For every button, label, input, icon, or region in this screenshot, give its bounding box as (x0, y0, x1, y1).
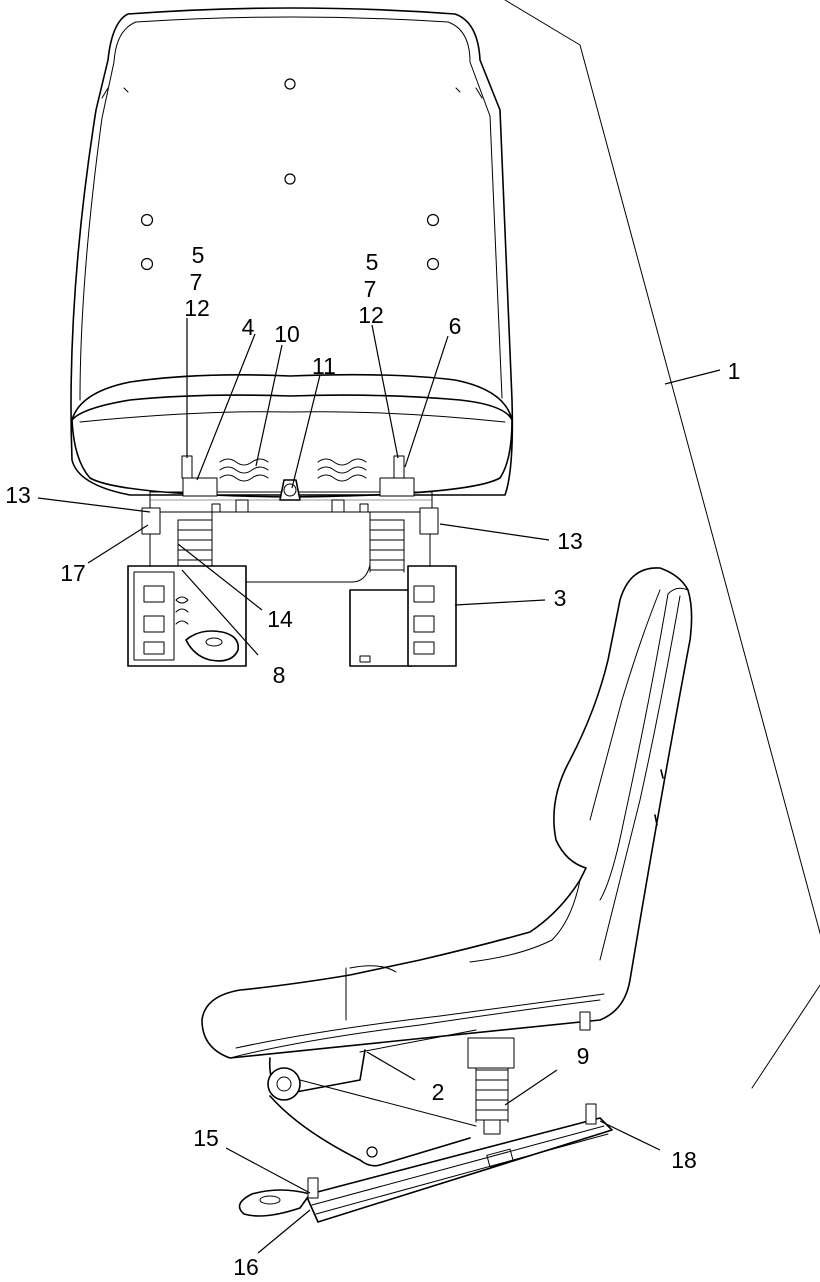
part-label-10: 10 (274, 321, 300, 347)
part-label-2: 2 (432, 1079, 445, 1105)
part-label-18: 18 (671, 1147, 697, 1173)
part-label-9: 9 (577, 1043, 590, 1069)
mount-hole (284, 173, 296, 185)
part-label-1: 1 (728, 358, 741, 384)
side-view-seat (201, 567, 693, 1223)
part-label-15: 15 (193, 1125, 219, 1151)
part-label-11: 11 (312, 353, 336, 379)
part-label-8: 8 (273, 662, 286, 688)
front-view-seat (70, 7, 514, 498)
leader-lines (37, 318, 721, 1254)
part-label-13-left: 13 (5, 482, 31, 508)
part-label-12: 12 (184, 295, 210, 321)
mount-hole (426, 213, 440, 227)
part-label-17: 17 (60, 560, 86, 586)
part-labels: 1 2 3 4 5 7 12 5 7 12 6 8 9 10 11 13 13 … (5, 242, 740, 1280)
part-label-14: 14 (267, 606, 293, 632)
part-label-7-right: 7 (364, 276, 377, 302)
assembly-bracket (504, 0, 820, 1089)
part-label-5-right: 5 (366, 249, 379, 275)
part-label-16: 16 (233, 1254, 259, 1280)
part-label-5: 5 (192, 242, 205, 268)
mount-hole (140, 213, 154, 227)
mount-hole (284, 78, 296, 90)
part-label-4: 4 (242, 314, 255, 340)
part-label-12-right: 12 (358, 302, 384, 328)
part-label-7: 7 (190, 269, 203, 295)
mount-hole (426, 257, 440, 271)
part-label-6: 6 (449, 313, 462, 339)
part-label-3: 3 (554, 585, 567, 611)
mount-hole (140, 257, 154, 271)
part-label-13-right: 13 (557, 528, 583, 554)
